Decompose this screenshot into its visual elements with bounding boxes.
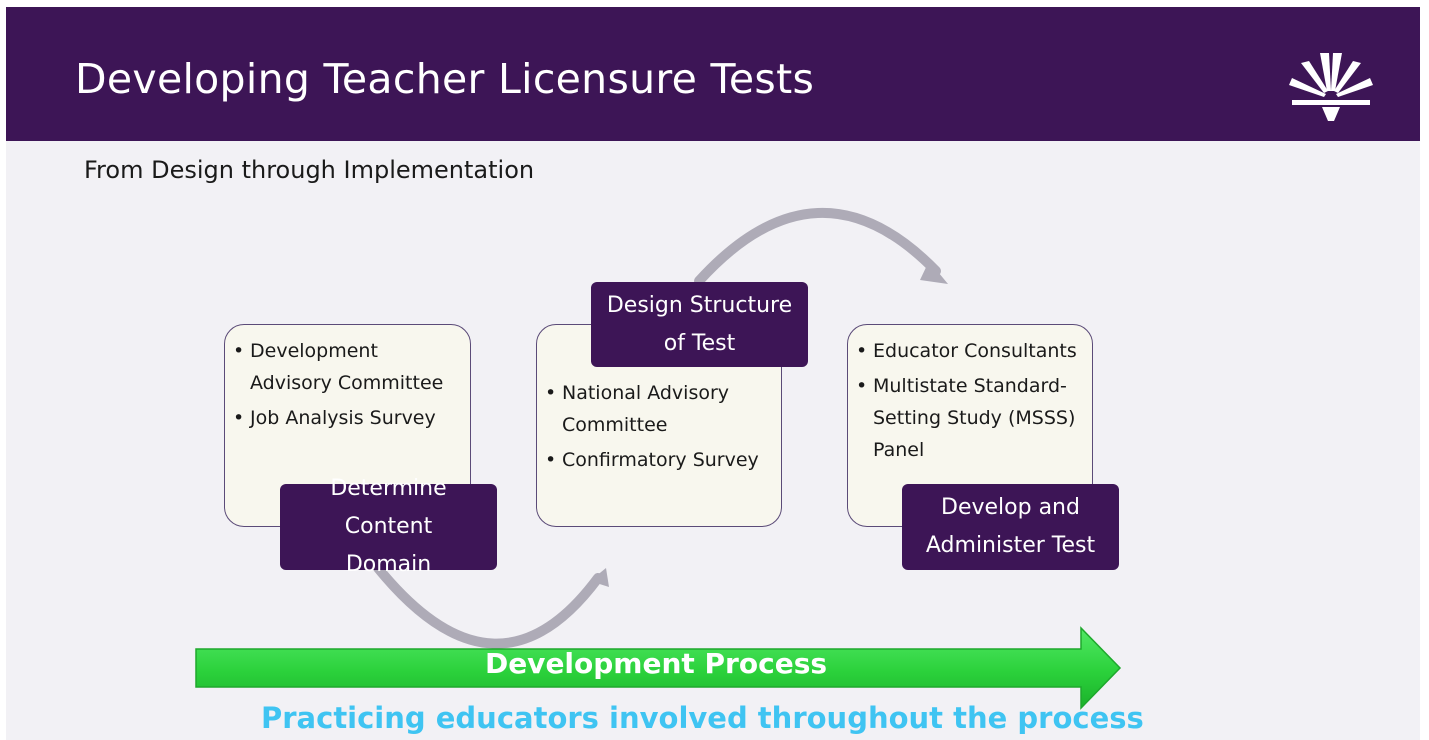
stage-label-text: Develop and Administer Test [925, 495, 1096, 558]
process-diagram [195, 208, 1122, 710]
title-bar: Developing Teacher Licensure Tests [6, 7, 1420, 141]
list-item: Confirmatory Survey [543, 444, 771, 476]
list-item: Educator Consultants [854, 335, 1084, 367]
connector-arrowhead-top [920, 261, 948, 284]
slide-subtitle: From Design through Implementation [84, 156, 535, 184]
stage-items-list: National Advisory Committee Confirmatory… [543, 377, 771, 476]
slide-title: Developing Teacher Licensure Tests [75, 55, 815, 103]
list-item: National Advisory Committee [543, 377, 771, 441]
development-process-arrow [195, 626, 1122, 710]
stage-label-test-structure: Design Structure of Test [591, 282, 808, 367]
connector-arrowhead-bottom [590, 568, 609, 587]
list-item: Development Advisory Committee [231, 335, 460, 399]
stage-items-list: Educator Consultants Multistate Standard… [854, 335, 1084, 466]
starburst-logo-icon [1289, 53, 1373, 121]
slide: Developing Teacher Licensure Tests From … [6, 7, 1420, 740]
development-process-label: Development Process [484, 647, 828, 680]
footnote-text: Practicing educators involved throughout… [261, 701, 1144, 735]
stage-label-content-domain: Determine Content Domain [280, 476, 497, 577]
stage-label-text: Design Structure of Test [606, 292, 793, 356]
stage-label-text: Determine Content Domain [330, 476, 447, 577]
stage-items-list: Development Advisory Committee Job Analy… [231, 335, 460, 434]
connector-arrow-bottom [373, 563, 603, 649]
list-item: Job Analysis Survey [231, 402, 460, 434]
stage-label-develop-administer: Develop and Administer Test [902, 484, 1119, 570]
list-item: Multistate Standard-Setting Study (MSSS)… [854, 370, 1084, 466]
connector-arrow-top [694, 208, 941, 286]
